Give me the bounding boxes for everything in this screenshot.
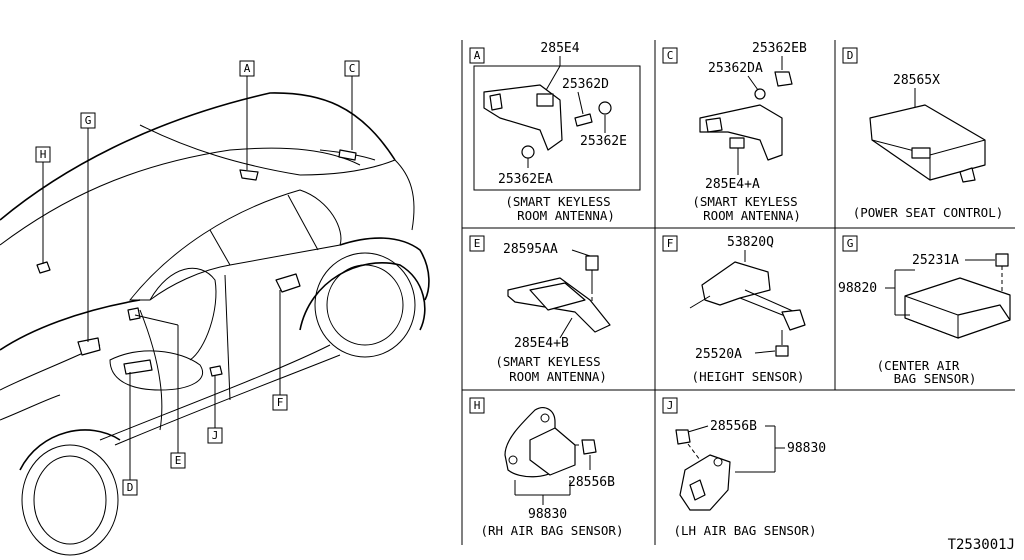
- part-number: 25362E: [580, 134, 627, 149]
- panel-letter: A: [474, 49, 481, 62]
- callout-label: H: [40, 148, 47, 161]
- panel-caption: ROOM ANTENNA): [703, 208, 801, 223]
- panel-D: D 28565X (POWER SEAT CONTROL): [842, 47, 1004, 220]
- part-number: 25362EA: [498, 172, 553, 187]
- part-number: 98830: [528, 507, 567, 522]
- panel-caption: ROOM ANTENNA): [517, 208, 615, 223]
- panel-C: C 25362EB 25362DA 285E4+A (SMART KEYLESS…: [662, 41, 807, 223]
- part-number: 53820Q: [727, 235, 774, 250]
- panel-caption: (CENTER AIR: [877, 358, 960, 373]
- panel-letter: J: [667, 399, 674, 412]
- panel-letter: E: [474, 237, 481, 250]
- panel-caption: BAG SENSOR): [894, 371, 977, 386]
- callout-label: E: [175, 454, 182, 467]
- callout-J: J: [207, 427, 223, 444]
- figure-code: T253001J: [948, 537, 1015, 553]
- panel-caption: (POWER SEAT CONTROL): [853, 205, 1004, 220]
- part-number: 28556B: [568, 475, 615, 490]
- part-number: 285E4+B: [514, 336, 569, 351]
- part-number: 28595AA: [503, 242, 558, 257]
- panel-caption: (LH AIR BAG SENSOR): [674, 523, 817, 538]
- callout-G: G: [80, 112, 96, 129]
- panel-caption: ROOM ANTENNA): [509, 369, 607, 384]
- panel-caption: (HEIGHT SENSOR): [692, 369, 805, 384]
- callout-label: D: [127, 481, 134, 494]
- panel-A: A 285E4 25362D 25362E 25362EA (SMART KEY…: [469, 41, 641, 223]
- part-number: 28565X: [893, 73, 940, 88]
- panel-grid: [461, 40, 1015, 545]
- callout-H: H: [35, 146, 51, 163]
- callout-label: G: [85, 114, 92, 127]
- part-number: 285E4: [540, 41, 579, 56]
- car-illustration: [0, 76, 430, 556]
- callout-C: C: [344, 60, 360, 77]
- part-number: 285E4+A: [705, 177, 760, 192]
- panel-G: G 25231A 98820 (CENTER AIR BAG SENSOR): [838, 235, 1011, 386]
- panel-F: F 53820Q 25520A (HEIGHT SENSOR): [662, 235, 806, 384]
- panel-J: J 28556B 98830 (LH AIR BAG SENSOR): [662, 397, 826, 538]
- panel-H: H 28556B 98830 (RH AIR BAG SENSOR): [469, 397, 624, 538]
- panel-caption: (RH AIR BAG SENSOR): [481, 523, 624, 538]
- panel-E: E 28595AA 285E4+B (SMART KEYLESS ROOM AN…: [469, 235, 611, 384]
- panel-caption: (SMART KEYLESS: [495, 354, 600, 369]
- panel-letter: G: [847, 237, 854, 250]
- callout-F: F: [272, 394, 288, 411]
- part-number: 25362EB: [752, 41, 807, 56]
- callout-E: E: [170, 452, 186, 469]
- part-number: 98820: [838, 281, 877, 296]
- panel-letter: H: [474, 399, 481, 412]
- callout-label: C: [349, 62, 356, 75]
- part-number: 25231A: [912, 253, 959, 268]
- callout-label: A: [244, 62, 251, 75]
- panel-letter: C: [667, 49, 674, 62]
- panel-caption: (SMART KEYLESS: [505, 194, 610, 209]
- panel-letter: F: [667, 237, 674, 250]
- part-number: 25362D: [562, 77, 609, 92]
- part-number: 25520A: [695, 347, 742, 362]
- callout-D: D: [122, 479, 138, 496]
- callout-label: F: [277, 396, 284, 409]
- part-number: 28556B: [710, 419, 757, 434]
- panel-letter: D: [847, 49, 854, 62]
- panel-caption: (SMART KEYLESS: [692, 194, 797, 209]
- callout-label: J: [212, 429, 219, 442]
- part-number: 98830: [787, 441, 826, 456]
- part-number: 25362DA: [708, 61, 763, 76]
- callout-A: A: [239, 60, 255, 77]
